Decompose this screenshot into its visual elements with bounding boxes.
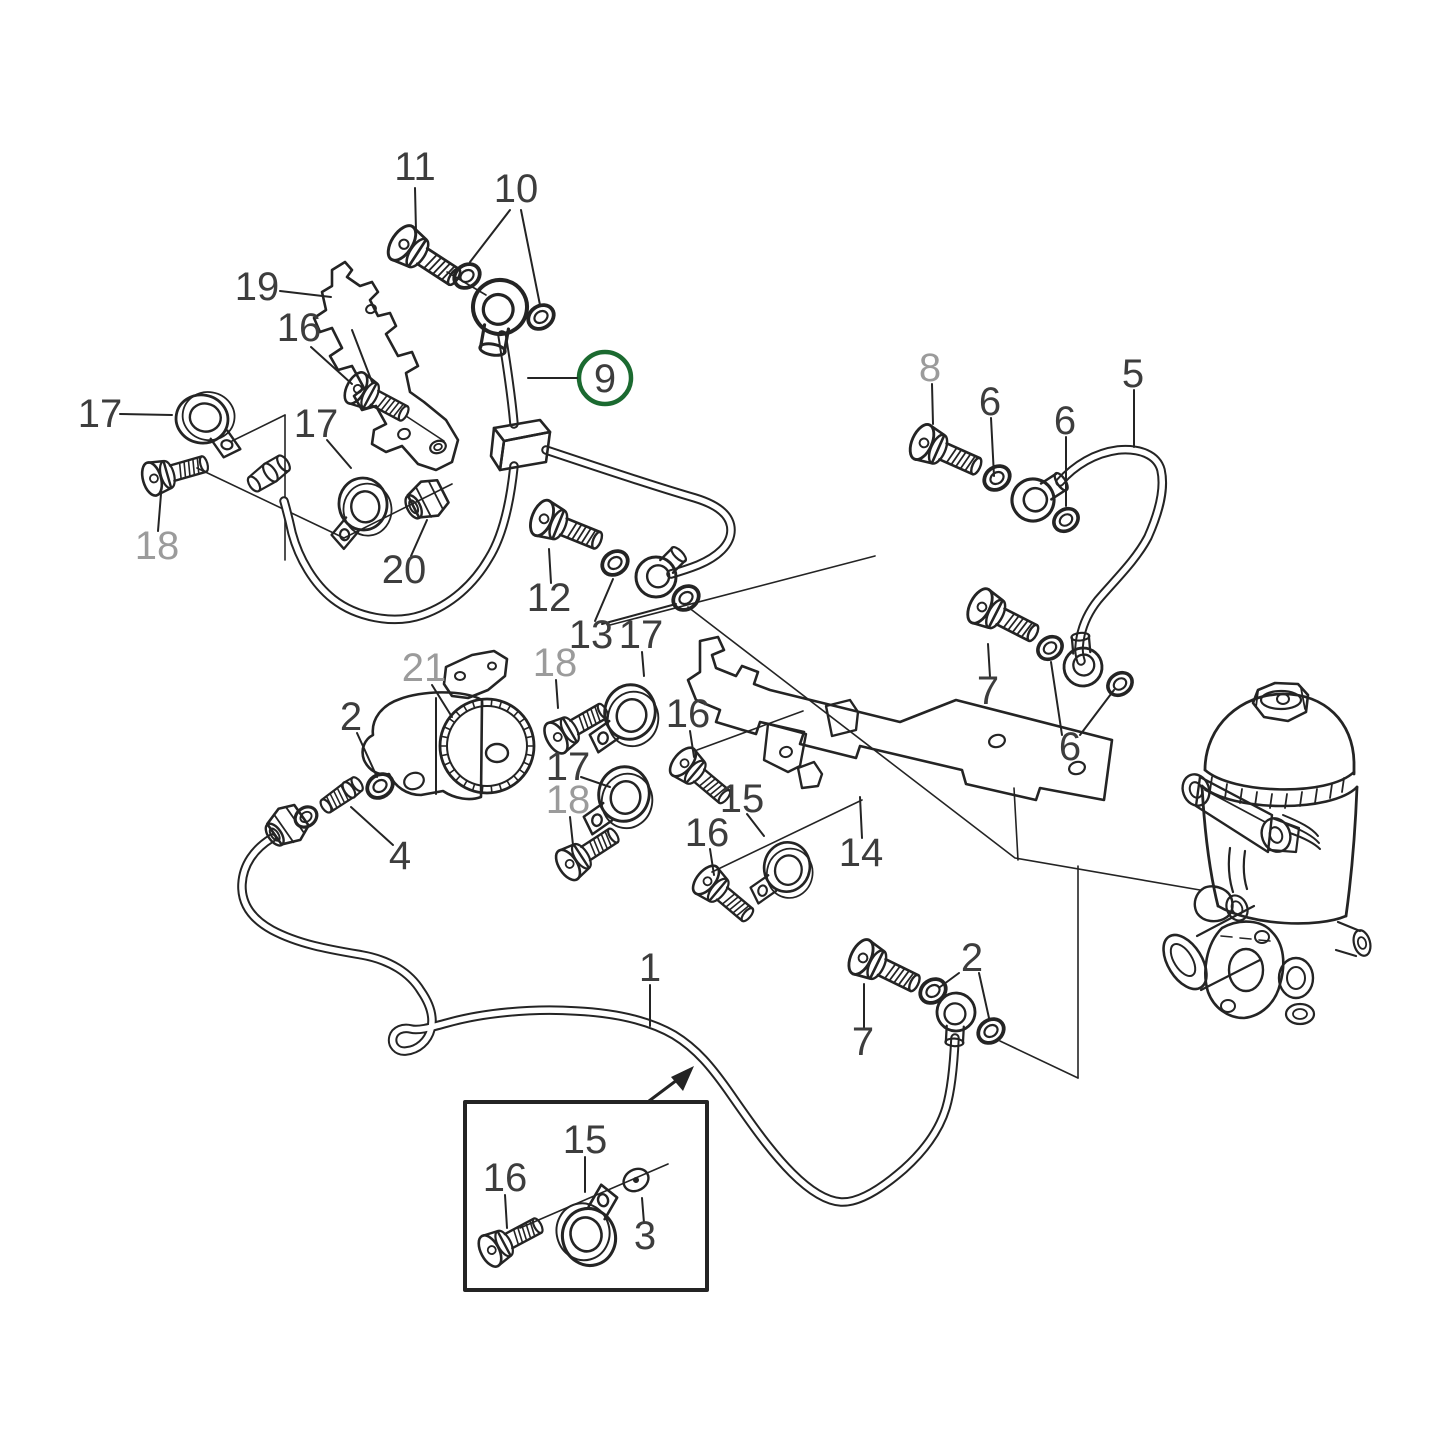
- bolt: [554, 827, 620, 882]
- highlight-circle-9: [527, 349, 634, 407]
- washer: [1036, 634, 1064, 662]
- bolt: [908, 423, 983, 476]
- washer: [600, 549, 630, 577]
- bolt: [543, 702, 609, 755]
- pipe-clamp: [588, 683, 660, 754]
- banjo-fitting: [470, 277, 530, 357]
- part-label-2: 2: [961, 936, 983, 980]
- inset-box-frame: [463, 1100, 709, 1292]
- part-label-7: 7: [977, 669, 999, 713]
- washer: [976, 1017, 1006, 1045]
- part-label-9-highlighted: 9: [594, 357, 616, 401]
- part-label-17: 17: [546, 745, 591, 789]
- part-label-1: 1: [639, 946, 661, 990]
- bolt: [140, 455, 210, 497]
- pipe-end-plug: [246, 454, 291, 493]
- bolt: [529, 498, 604, 550]
- part-label-19: 19: [235, 265, 280, 309]
- part-label-12: 12: [527, 576, 572, 620]
- pipe-clamp: [330, 476, 393, 551]
- union-nut: [404, 478, 450, 520]
- washer: [452, 262, 482, 290]
- inset-detail-box: [463, 1066, 709, 1292]
- part-label-6: 6: [979, 380, 1001, 424]
- part-label-16: 16: [666, 692, 711, 736]
- washer: [982, 464, 1012, 492]
- fuel-pipes: [237, 330, 1168, 1207]
- washer: [526, 303, 556, 331]
- part-label-10: 10: [494, 167, 539, 211]
- highlighted-part-circle: [576, 349, 634, 407]
- washer: [1052, 506, 1080, 534]
- part-label-14: 14: [839, 831, 884, 875]
- pipe-clamp: [174, 391, 242, 459]
- washer: [671, 584, 701, 612]
- part-label-17: 17: [78, 392, 123, 436]
- callout-leaders: [119, 187, 1135, 1229]
- part-label-13: 13: [569, 613, 614, 657]
- part-label-18: 18: [533, 641, 578, 685]
- part-label-16: 16: [685, 811, 730, 855]
- part-label-4: 4: [389, 834, 411, 878]
- washer: [1106, 670, 1134, 698]
- bolt: [386, 224, 462, 287]
- bolt: [668, 746, 732, 805]
- part-label-5: 5: [1122, 352, 1144, 396]
- bolt: [847, 938, 921, 993]
- bolt: [343, 371, 410, 422]
- part-label-7: 7: [852, 1020, 874, 1064]
- part-label-6: 6: [1054, 399, 1076, 443]
- washer: [365, 772, 395, 800]
- part-label-6: 6: [1059, 725, 1081, 769]
- pipe-clamp: [555, 1183, 619, 1267]
- banjo-fitting: [935, 991, 977, 1048]
- hardware-parts: [140, 224, 1134, 1268]
- part-label-3: 3: [634, 1214, 656, 1258]
- pipe-clamp: [749, 841, 814, 905]
- pipe-clamp: [582, 765, 654, 836]
- bolt: [966, 587, 1040, 643]
- banjo-fitting: [1062, 631, 1104, 688]
- bolt: [477, 1217, 544, 1268]
- part-label-17: 17: [294, 402, 339, 446]
- part-label-17: 17: [619, 613, 664, 657]
- inset-arrow-head: [671, 1066, 694, 1091]
- part-label-18: 18: [546, 778, 591, 822]
- part-label-11: 11: [394, 145, 436, 189]
- part-label-16: 16: [277, 306, 322, 350]
- part-label-2: 2: [340, 695, 362, 739]
- threaded-fitting: [319, 776, 364, 814]
- part-bodies: [312, 260, 1362, 1020]
- part-holes: [365, 303, 1372, 1026]
- part-label-20: 20: [382, 548, 427, 592]
- projection-lines: [196, 271, 1201, 1229]
- union-nut: [264, 803, 310, 847]
- part-label-15: 15: [563, 1118, 608, 1162]
- part-label-21: 21: [402, 646, 447, 690]
- bolt: [691, 864, 755, 923]
- banjo-fitting: [634, 545, 688, 599]
- washer: [918, 977, 948, 1005]
- part-label-18: 18: [135, 524, 180, 568]
- part-label-16: 16: [483, 1156, 528, 1200]
- part-label-15: 15: [720, 777, 765, 821]
- pump-gear: [438, 697, 536, 795]
- flat-washer: [622, 1167, 650, 1193]
- part-label-8: 8: [919, 346, 941, 390]
